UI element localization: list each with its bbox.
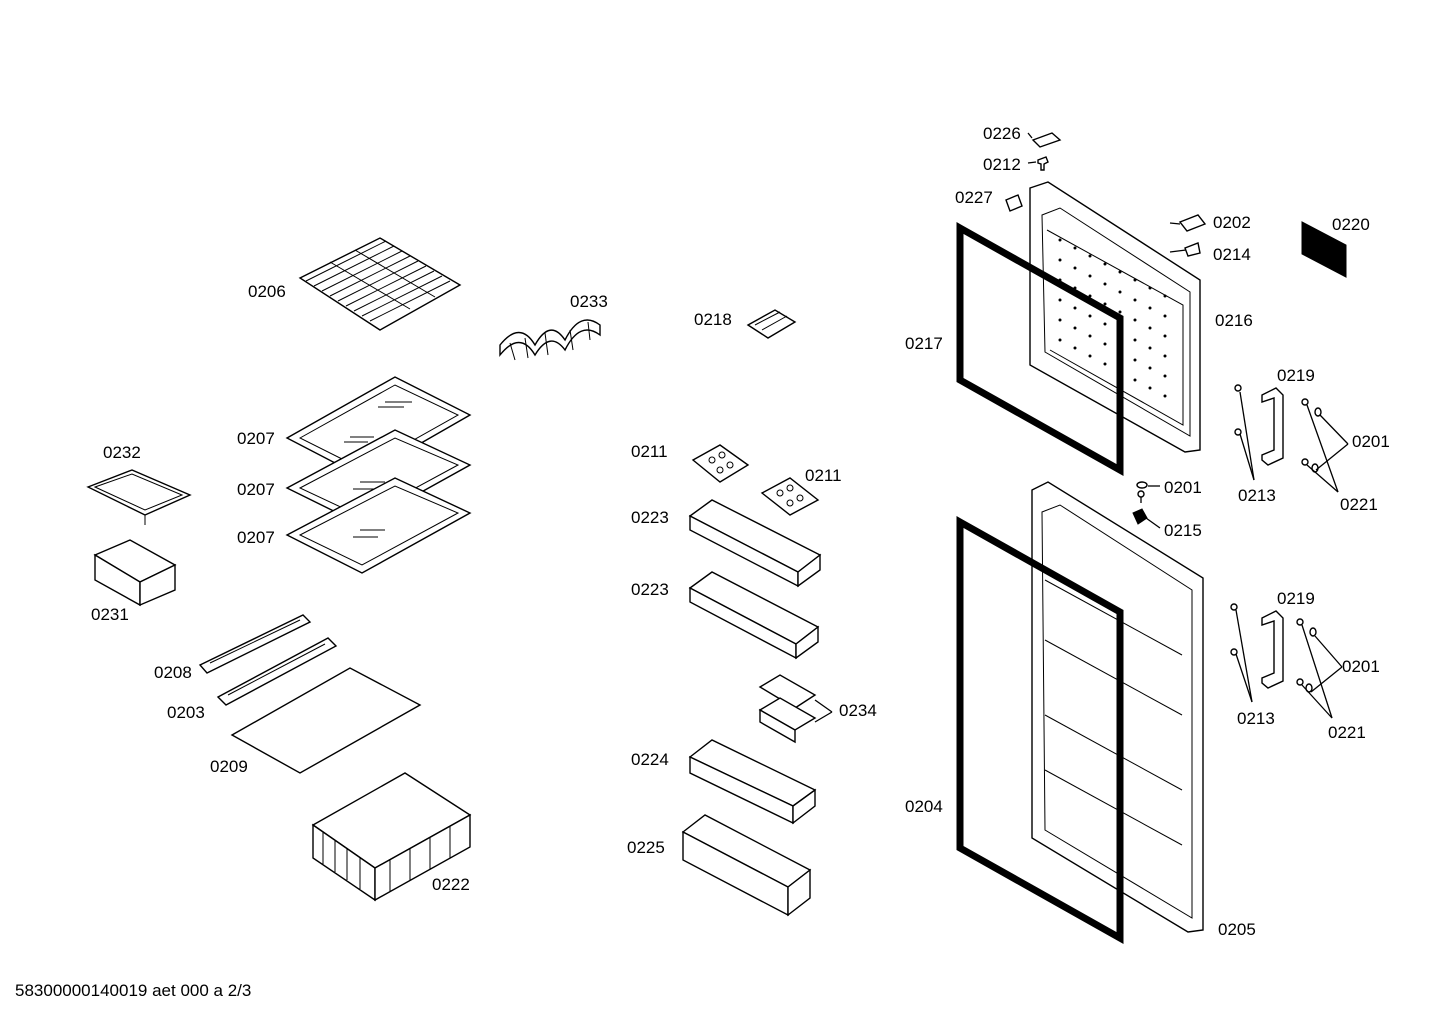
tray-0232 (86, 469, 192, 525)
label-0201-mid: 0201 (1164, 478, 1202, 497)
label-0223-b: 0223 (631, 580, 669, 599)
strip-0208 (198, 614, 312, 674)
label-0226: 0226 (983, 124, 1021, 143)
label-0211-b: 0211 (805, 466, 842, 485)
cap-0227 (1005, 194, 1023, 212)
door-bin-0225 (681, 814, 812, 917)
label-0215: 0215 (1164, 521, 1202, 540)
label-0219-top: 0219 (1277, 366, 1315, 385)
label-0213-bot: 0213 (1237, 709, 1275, 728)
lower-gasket-0204 (956, 516, 1124, 944)
label-0221-bot: 0221 (1328, 723, 1366, 742)
label-0227: 0227 (955, 188, 993, 207)
label-0203: 0203 (167, 703, 205, 722)
tray-0218 (746, 309, 797, 339)
label-0204: 0204 (905, 797, 943, 816)
leader-lines (814, 132, 1349, 723)
plate-0209 (230, 667, 422, 774)
bracket-0214 (1184, 242, 1201, 257)
label-0231: 0231 (91, 605, 129, 624)
label-0206: 0206 (248, 282, 286, 301)
screw-0201-mid (1137, 490, 1145, 503)
label-0211-a: 0211 (631, 442, 668, 461)
label-0216: 0216 (1215, 311, 1253, 330)
door-bin-0223-a (688, 499, 822, 588)
strip-0203 (216, 637, 338, 706)
label-plate-0220 (1301, 221, 1347, 278)
box-0231 (93, 539, 177, 607)
glass-shelf-0207-c (285, 477, 472, 574)
wire-shelf-0206 (298, 237, 462, 331)
label-0214: 0214 (1213, 245, 1251, 264)
egg-tray-0211-a (691, 444, 750, 483)
label-0218: 0218 (694, 310, 732, 329)
label-0222: 0222 (432, 875, 470, 894)
label-0202: 0202 (1213, 213, 1251, 232)
label-0207-c: 0207 (237, 528, 275, 547)
label-0221-top: 0221 (1340, 495, 1378, 514)
label-0232: 0232 (103, 443, 141, 462)
egg-tray-0211-b (760, 477, 820, 516)
label-0213-top: 0213 (1238, 486, 1276, 505)
label-0207-b: 0207 (237, 480, 275, 499)
bottle-rack-0233 (499, 319, 601, 361)
label-0234: 0234 (839, 701, 877, 720)
washer-0201-mid (1136, 481, 1148, 489)
butter-box-0234 (758, 674, 817, 744)
label-0233: 0233 (570, 292, 608, 311)
upper-gasket-0217 (956, 222, 1124, 476)
label-0205: 0205 (1218, 920, 1256, 939)
label-0219-bot: 0219 (1277, 589, 1315, 608)
label-0220: 0220 (1332, 215, 1370, 234)
document-code: 58300000140019 aet 000 a 2/3 (15, 981, 252, 1000)
label-0201-bot: 0201 (1342, 657, 1380, 676)
label-0207-a: 0207 (237, 429, 275, 448)
door-bin-0224 (688, 739, 817, 825)
handle-0219-bottom (1230, 603, 1317, 693)
drawer-0222 (311, 772, 472, 902)
cover-0202 (1178, 214, 1207, 232)
label-0212: 0212 (983, 155, 1021, 174)
hinge-cover-0226 (1031, 132, 1062, 148)
label-0225: 0225 (627, 838, 665, 857)
door-bin-0223-b (688, 571, 820, 660)
label-0224: 0224 (631, 750, 669, 769)
label-0201-top: 0201 (1352, 432, 1390, 451)
pin-0212 (1037, 156, 1049, 171)
label-0209: 0209 (210, 757, 248, 776)
label-0223-a: 0223 (631, 508, 669, 527)
hinge-0215 (1132, 508, 1148, 525)
label-0217: 0217 (905, 334, 943, 353)
label-0208: 0208 (154, 663, 192, 682)
